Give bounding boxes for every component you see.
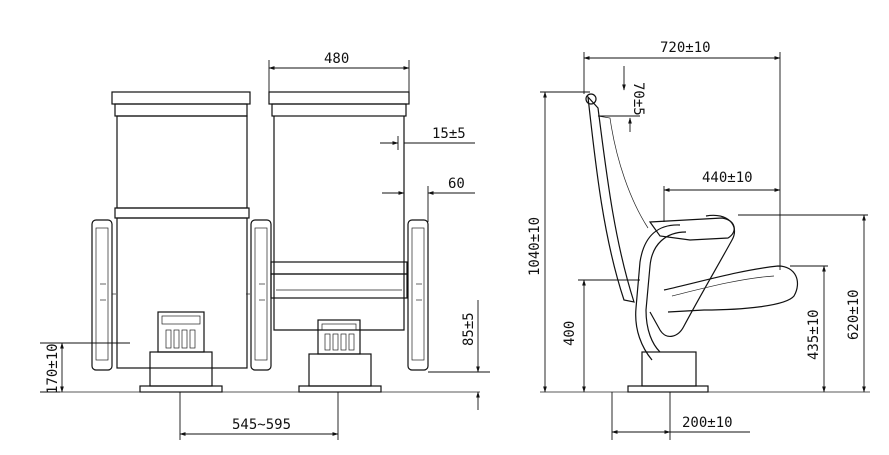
dim-620-label: 620±10 bbox=[846, 289, 862, 340]
front-dimensions bbox=[40, 60, 490, 440]
side-dimensions bbox=[540, 52, 868, 440]
dim-480-label: 480 bbox=[324, 51, 349, 67]
left-seat-folded bbox=[111, 91, 251, 369]
dim-1040-label: 1040±10 bbox=[527, 217, 543, 276]
right-pedestal bbox=[298, 319, 382, 393]
dim-170-label: 170±10 bbox=[45, 343, 61, 394]
dim-60-label: 60 bbox=[448, 176, 465, 192]
dim-545-label: 545~595 bbox=[232, 417, 291, 433]
left-armrest bbox=[91, 219, 113, 371]
left-pedestal bbox=[139, 311, 223, 393]
dim-85-label: 85±5 bbox=[461, 312, 477, 346]
dim-70-label: 70±5 bbox=[630, 82, 646, 116]
dim-400-label: 400 bbox=[562, 321, 578, 346]
front-view bbox=[60, 91, 480, 393]
dim-720-label: 720±10 bbox=[660, 40, 711, 56]
right-seat-open bbox=[268, 91, 410, 331]
dim-15-label: 15±5 bbox=[432, 126, 466, 142]
dim-435-label: 435±10 bbox=[806, 309, 822, 360]
right-armrest bbox=[407, 219, 429, 371]
dim-200-label: 200±10 bbox=[682, 415, 733, 431]
middle-armrest bbox=[250, 219, 272, 371]
side-view bbox=[540, 93, 870, 393]
dim-440-label: 440±10 bbox=[702, 170, 753, 186]
